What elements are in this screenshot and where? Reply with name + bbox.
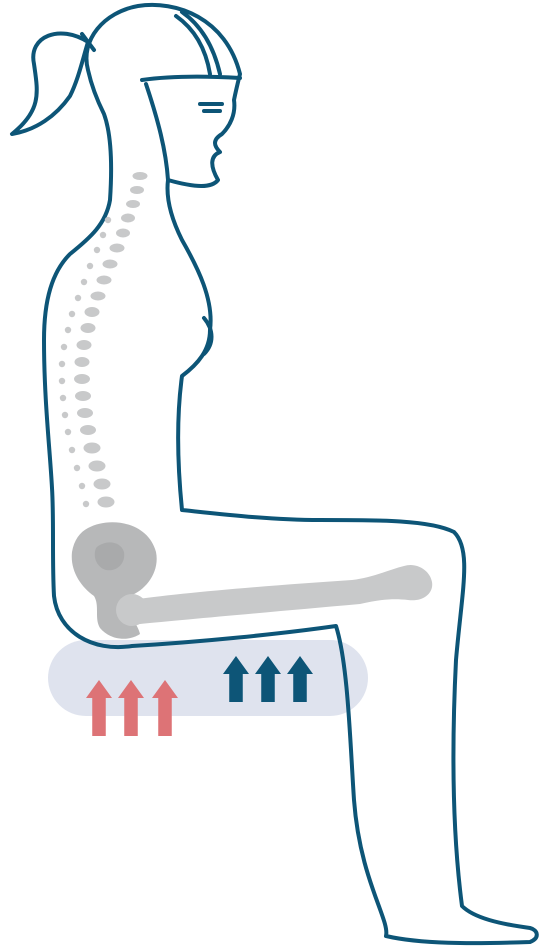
spinous-process: [60, 395, 66, 401]
vertebra: [126, 200, 140, 208]
support-arrows: [223, 656, 313, 702]
hairline: [142, 77, 240, 80]
body-silhouette: [44, 5, 537, 943]
spinous-process: [87, 263, 93, 269]
vertebra: [116, 229, 130, 238]
spinous-process: [61, 344, 67, 350]
spinous-process: [100, 232, 106, 238]
vertebra: [121, 214, 135, 223]
vertebra: [97, 276, 112, 285]
spinous-process: [65, 327, 71, 333]
spinous-process: [105, 217, 111, 223]
hair-strand-1: [176, 16, 210, 74]
vertebra: [80, 425, 96, 435]
spinous-process: [59, 378, 65, 384]
vertebra: [98, 497, 115, 508]
vertebra: [89, 461, 106, 472]
vertebra: [110, 244, 125, 253]
spinous-process: [94, 247, 100, 253]
body-outline: [12, 5, 537, 943]
spinous-process: [59, 361, 65, 367]
vertebra: [94, 479, 111, 490]
vertebra: [85, 307, 100, 317]
ponytail: [12, 33, 88, 134]
vertebra: [77, 408, 93, 418]
spinous-process: [69, 311, 75, 317]
spinous-process: [83, 501, 89, 507]
femur-head: [116, 594, 148, 626]
spinous-process: [69, 447, 75, 453]
spinous-process: [74, 465, 80, 471]
vertebra: [103, 260, 118, 269]
vertebra: [84, 443, 101, 454]
vertebra: [74, 374, 90, 384]
spine: [74, 172, 148, 508]
vertebra: [81, 323, 96, 333]
femur-shaft: [126, 565, 432, 624]
vertebra: [133, 172, 148, 180]
jaw: [146, 84, 168, 180]
spinous-process: [62, 412, 68, 418]
vertebra: [75, 357, 90, 367]
vertebra: [77, 340, 92, 350]
vertebra: [130, 186, 144, 194]
spinous-process: [75, 295, 81, 301]
femur-bone: [116, 565, 432, 626]
spinous-process: [79, 483, 85, 489]
pressure-arrows: [86, 680, 178, 736]
spinous-process: [81, 279, 87, 285]
vertebra: [91, 292, 106, 301]
spinous-process: [65, 429, 71, 435]
vertebra: [75, 391, 91, 401]
